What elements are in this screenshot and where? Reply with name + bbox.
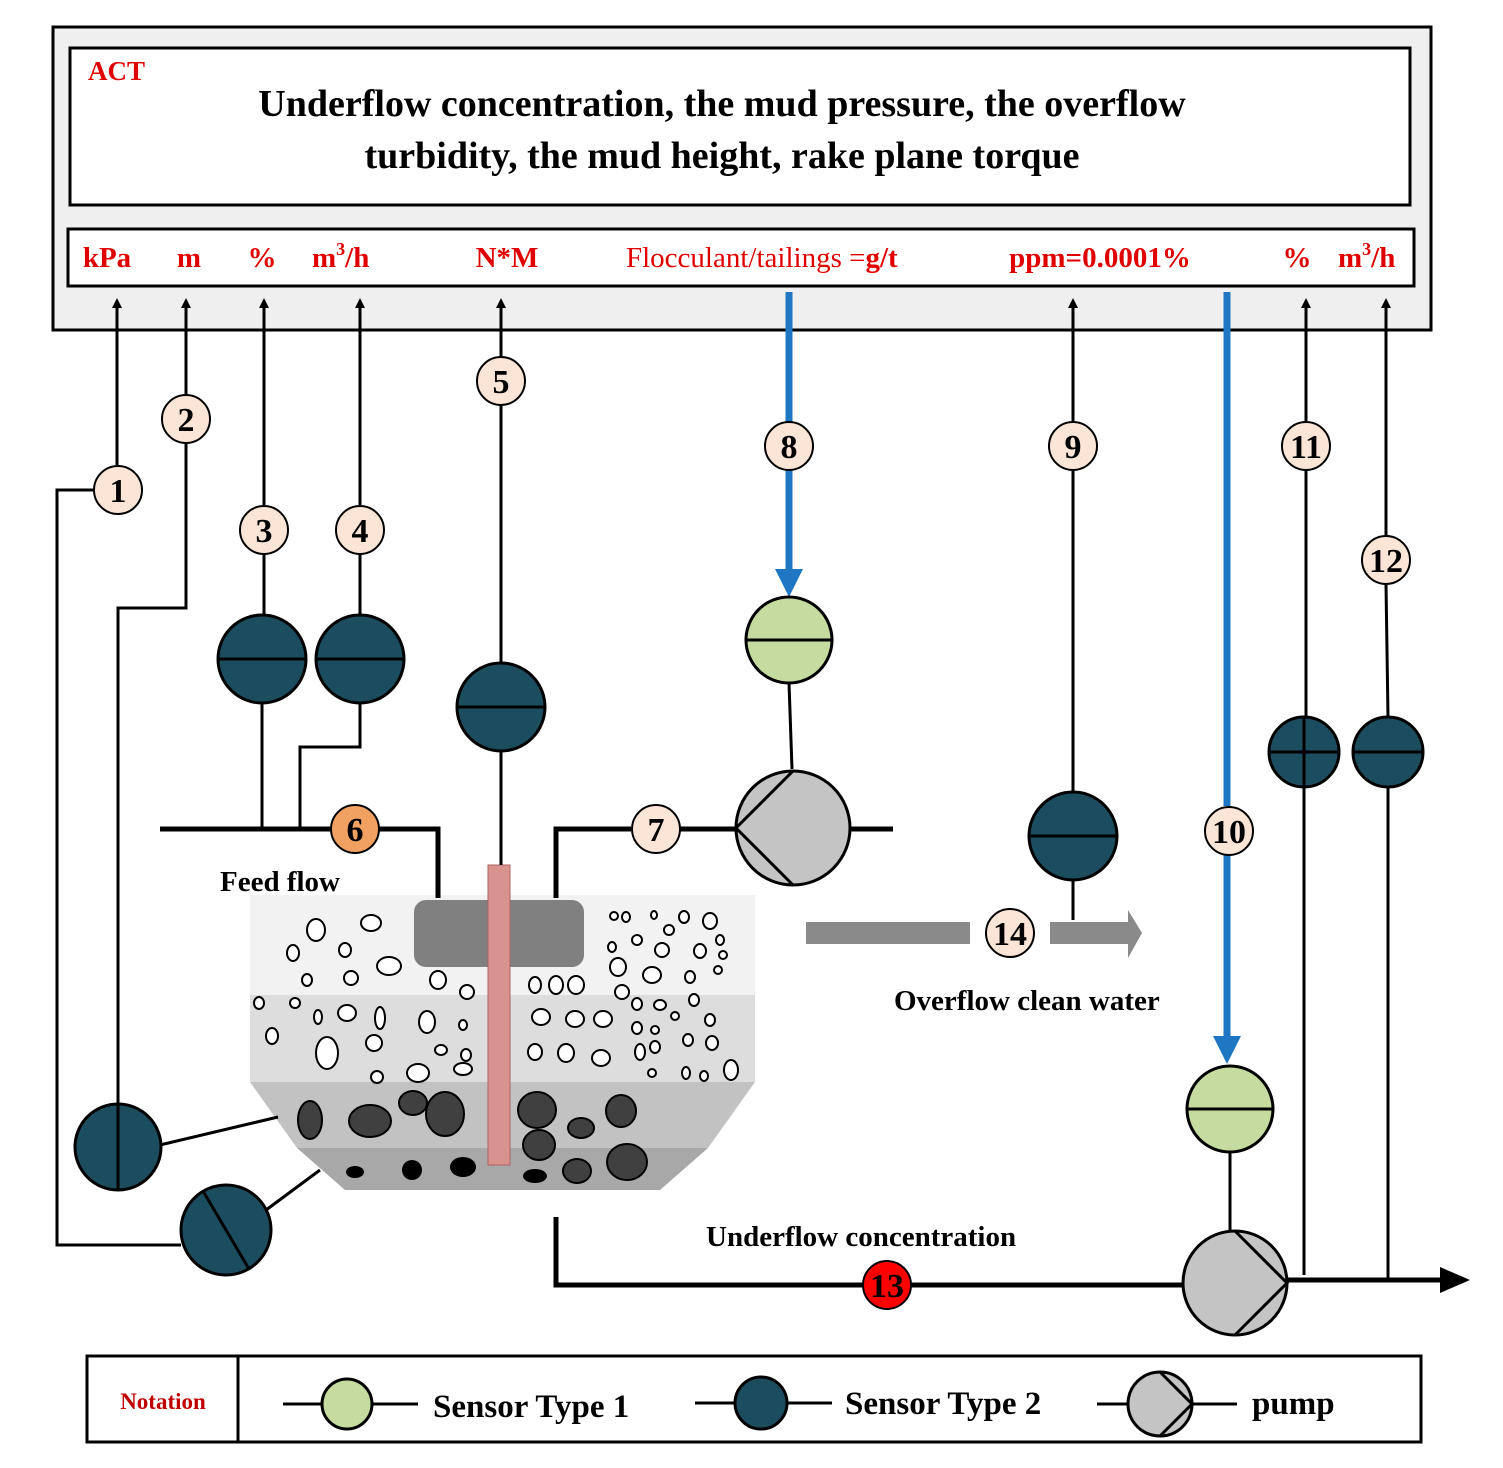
svg-text:6: 6 <box>347 812 364 849</box>
overflow-arrow <box>806 910 1142 958</box>
units-bar <box>66 227 1416 288</box>
unit-flow-m: m <box>312 242 336 274</box>
legend-sensor-type-2-label: Sensor Type 2 <box>845 1386 1041 1422</box>
sensor-type-1-underflow <box>1185 1064 1275 1154</box>
legend-pump-label: pump <box>1252 1386 1335 1422</box>
node-4: 4 <box>335 505 385 555</box>
node-1: 1 <box>93 465 143 515</box>
unit-flocculant-label: Flocculant/tailings = <box>626 242 865 274</box>
legend-pump-icon <box>1126 1370 1195 1438</box>
title-line-1: Underflow concentration, the mud pressur… <box>258 83 1186 125</box>
legend-sensor-type-1-icon <box>320 1377 374 1431</box>
sensor-type-2-mud-pressure <box>179 1183 273 1277</box>
overflow-label: Overflow clean water <box>894 985 1160 1017</box>
unit-flocculant: Flocculant/tailings =g/t <box>626 242 898 274</box>
svg-text:11: 11 <box>1290 429 1322 466</box>
svg-text:3: 3 <box>256 513 273 550</box>
unit-flow-2: m3/h <box>1338 239 1395 274</box>
unit-percent: % <box>248 242 277 274</box>
unit-ppm: ppm=0.0001% <box>1009 242 1191 274</box>
unit-m: m <box>177 242 201 274</box>
unit-flow-h: /h <box>344 242 369 274</box>
sensor-type-2-turbidity <box>1027 790 1119 882</box>
svg-text:8: 8 <box>781 429 798 466</box>
svg-text:9: 9 <box>1065 429 1082 466</box>
node-11: 11 <box>1281 421 1331 471</box>
underflow-label: Underflow concentration <box>706 1221 1016 1253</box>
sensor-type-2-feed-concentration <box>216 613 308 705</box>
act-title-box <box>68 46 1412 207</box>
sensor-type-2-feed-flow <box>314 613 406 705</box>
node-13: 13 <box>862 1260 912 1310</box>
svg-text:7: 7 <box>648 812 665 849</box>
svg-text:5: 5 <box>493 364 510 401</box>
legend-title: Notation <box>120 1389 206 1414</box>
node-3: 3 <box>239 505 289 555</box>
node-10: 10 <box>1204 806 1254 856</box>
svg-text:13: 13 <box>870 1268 904 1305</box>
svg-text:12: 12 <box>1369 543 1403 580</box>
underflow-pump <box>1181 1229 1290 1337</box>
svg-text:10: 10 <box>1212 814 1246 851</box>
unit-flocculant-gt: g/t <box>865 242 898 274</box>
sensor-type-2-underflow-flow <box>1351 715 1425 789</box>
node-8: 8 <box>764 421 814 471</box>
legend: Notation Sensor Type 1 Sensor Type 2 pum… <box>85 1354 1423 1444</box>
sensor-type-2-underflow-concentration <box>1267 715 1341 789</box>
unit-flow: m3/h <box>312 239 369 274</box>
unit-flow2-sup: 3 <box>1362 239 1371 259</box>
unit-flow-sup: 3 <box>336 239 345 259</box>
svg-text:4: 4 <box>352 513 369 550</box>
node-2: 2 <box>161 394 211 444</box>
unit-torque: N*M <box>476 242 539 274</box>
node-6: 6 <box>330 804 380 854</box>
thickener-tank <box>250 864 755 1190</box>
node-14: 14 <box>985 908 1035 958</box>
legend-sensor-type-1-label: Sensor Type 1 <box>433 1389 629 1425</box>
node-5: 5 <box>476 356 526 406</box>
unit-percent-2: % <box>1283 242 1312 274</box>
unit-kpa: kPa <box>83 242 132 274</box>
sensor-type-2-mud-height <box>73 1102 163 1192</box>
unit-flow2-m: m <box>1338 242 1362 274</box>
flocculant-pump <box>733 769 852 887</box>
sensor-type-2-torque <box>455 661 547 753</box>
feed-flow-label: Feed flow <box>220 866 340 898</box>
legend-sensor-type-2-icon <box>733 1375 789 1431</box>
node-9: 9 <box>1048 421 1098 471</box>
sensor-type-1-flocculant <box>744 595 834 685</box>
svg-text:14: 14 <box>993 916 1027 953</box>
node-7: 7 <box>631 804 681 854</box>
act-label: ACT <box>88 56 145 86</box>
svg-text:2: 2 <box>178 402 195 439</box>
node-12: 12 <box>1361 535 1411 585</box>
svg-text:1: 1 <box>110 473 127 510</box>
rake-shaft <box>487 864 511 1166</box>
title-line-2: turbidity, the mud height, rake plane to… <box>364 135 1079 177</box>
unit-flow2-h: /h <box>1370 242 1395 274</box>
